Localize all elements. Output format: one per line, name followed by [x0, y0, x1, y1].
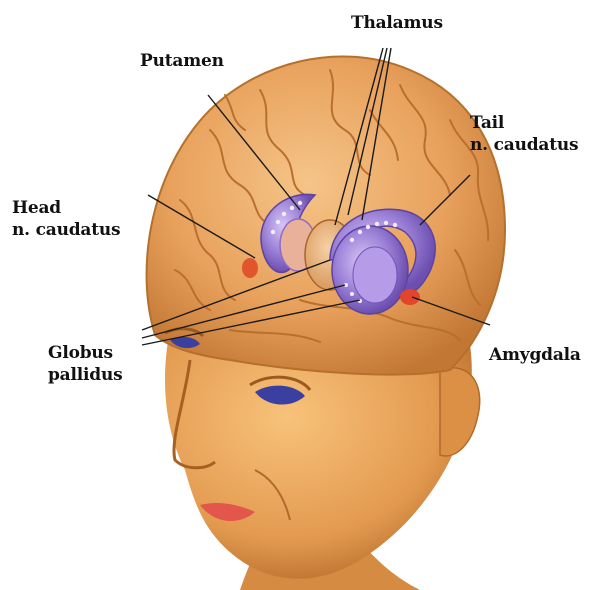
- brain-outline: [147, 56, 505, 374]
- label-tail-caudatus: Tail n. caudatus: [470, 112, 578, 156]
- ear: [440, 368, 480, 456]
- globus-pallidus: [353, 247, 397, 303]
- caudate-head-red: [242, 258, 258, 278]
- label-thalamus: Thalamus: [351, 12, 443, 34]
- label-globus-pallidus: Globus pallidus: [48, 342, 123, 386]
- label-putamen: Putamen: [140, 50, 224, 72]
- label-amygdala: Amygdala: [489, 344, 581, 366]
- amygdala-shape: [400, 289, 420, 305]
- label-head-caudatus: Head n. caudatus: [12, 197, 120, 241]
